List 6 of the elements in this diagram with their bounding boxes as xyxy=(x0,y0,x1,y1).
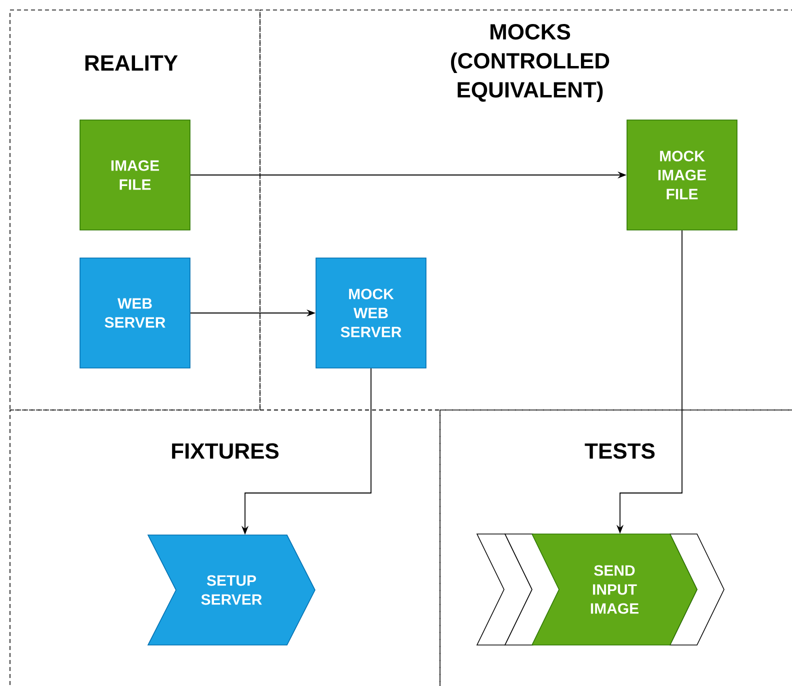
process-chevron: SETUP SERVER xyxy=(147,534,316,646)
process-chevron-drawing: SEND INPUT IMAGE xyxy=(476,534,724,646)
process-box: IMAGE FILE xyxy=(80,120,190,230)
process-box: MOCK IMAGE FILE xyxy=(626,120,738,230)
process-box: MOCK WEB SERVER xyxy=(316,258,426,368)
process-box: WEB SERVER xyxy=(80,258,190,368)
